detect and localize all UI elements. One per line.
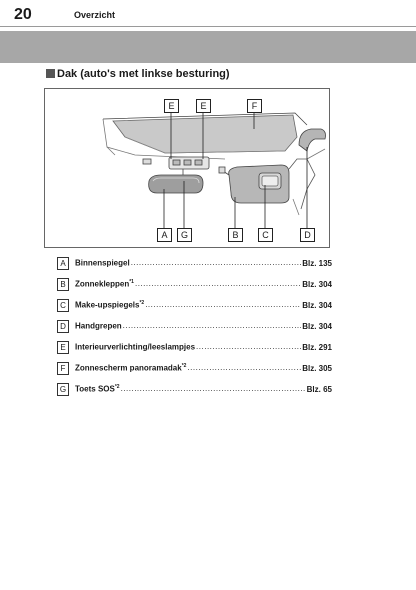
page-number: 20 (14, 6, 32, 23)
leader-dots (145, 300, 301, 310)
header-rule (0, 26, 416, 27)
leader-dots (131, 258, 302, 268)
leader-dots (187, 363, 301, 373)
roof-figure: E E F A G B C D (44, 88, 330, 248)
panorama-shade (112, 114, 298, 154)
legend-row-b: B Zonnekleppen*1 Blz. 304 (57, 277, 332, 291)
legend-name: Handgrepen (75, 321, 122, 331)
leader-dots (135, 279, 301, 289)
legend-page-ref: Blz. 305 (302, 363, 332, 373)
legend-page-ref: Blz. 304 (302, 279, 332, 289)
legend-page-ref: Blz. 135 (302, 258, 332, 268)
legend-row-e: E Interieurverlichting/leeslampjes Blz. … (57, 340, 332, 354)
leader-dots (196, 342, 301, 352)
callout-e-1: E (164, 99, 179, 113)
leader-dots (123, 321, 302, 331)
legend-letter: C (57, 298, 69, 312)
callout-g: G (177, 228, 192, 242)
callout-a: A (157, 228, 172, 242)
legend-name: Make-upspiegels*2 (75, 300, 145, 310)
section-title: Dak (auto's met linkse besturing) (46, 68, 230, 80)
header-band (0, 31, 416, 63)
callout-e-2: E (196, 99, 211, 113)
legend-name: Zonnescherm panoramadak*2 (75, 363, 187, 373)
section-bullet-icon (46, 69, 55, 78)
rearview-mirror (148, 174, 204, 194)
legend-row-g: G Toets SOS*2 Blz. 65 (57, 382, 332, 396)
callout-b: B (228, 228, 243, 242)
legend-name: Toets SOS*2 (75, 384, 120, 394)
grab-handle (298, 128, 326, 152)
roof-illustration (102, 111, 326, 228)
callout-f: F (247, 99, 262, 113)
legend-letter: G (57, 382, 69, 396)
legend-letter: B (57, 277, 69, 291)
legend-letter: F (57, 361, 69, 375)
callout-d: D (300, 228, 315, 242)
legend-row-c: C Make-upspiegels*2 Blz. 304 (57, 298, 332, 312)
legend-name: Binnenspiegel (75, 258, 130, 268)
callout-c: C (258, 228, 273, 242)
legend-page-ref: Blz. 65 (306, 384, 332, 394)
legend-row-a: A Binnenspiegel Blz. 135 (57, 256, 332, 270)
legend-page-ref: Blz. 291 (302, 342, 332, 352)
header-title: Overzicht (74, 10, 116, 20)
legend-row-d: D Handgrepen Blz. 304 (57, 319, 332, 333)
legend-page-ref: Blz. 304 (302, 300, 332, 310)
legend-page-ref: Blz. 304 (302, 321, 332, 331)
leader-dots (121, 384, 306, 394)
legend-letter: D (57, 319, 69, 333)
legend-row-f: F Zonnescherm panoramadak*2 Blz. 305 (57, 361, 332, 375)
section-title-text: Dak (auto's met linkse besturing) (57, 68, 230, 80)
legend-name: Interieurverlichting/leeslampjes (75, 342, 196, 352)
legend-letter: A (57, 256, 69, 270)
legend-letter: E (57, 340, 69, 354)
legend-name: Zonnekleppen*1 (75, 279, 134, 289)
roof-edge (102, 112, 308, 126)
